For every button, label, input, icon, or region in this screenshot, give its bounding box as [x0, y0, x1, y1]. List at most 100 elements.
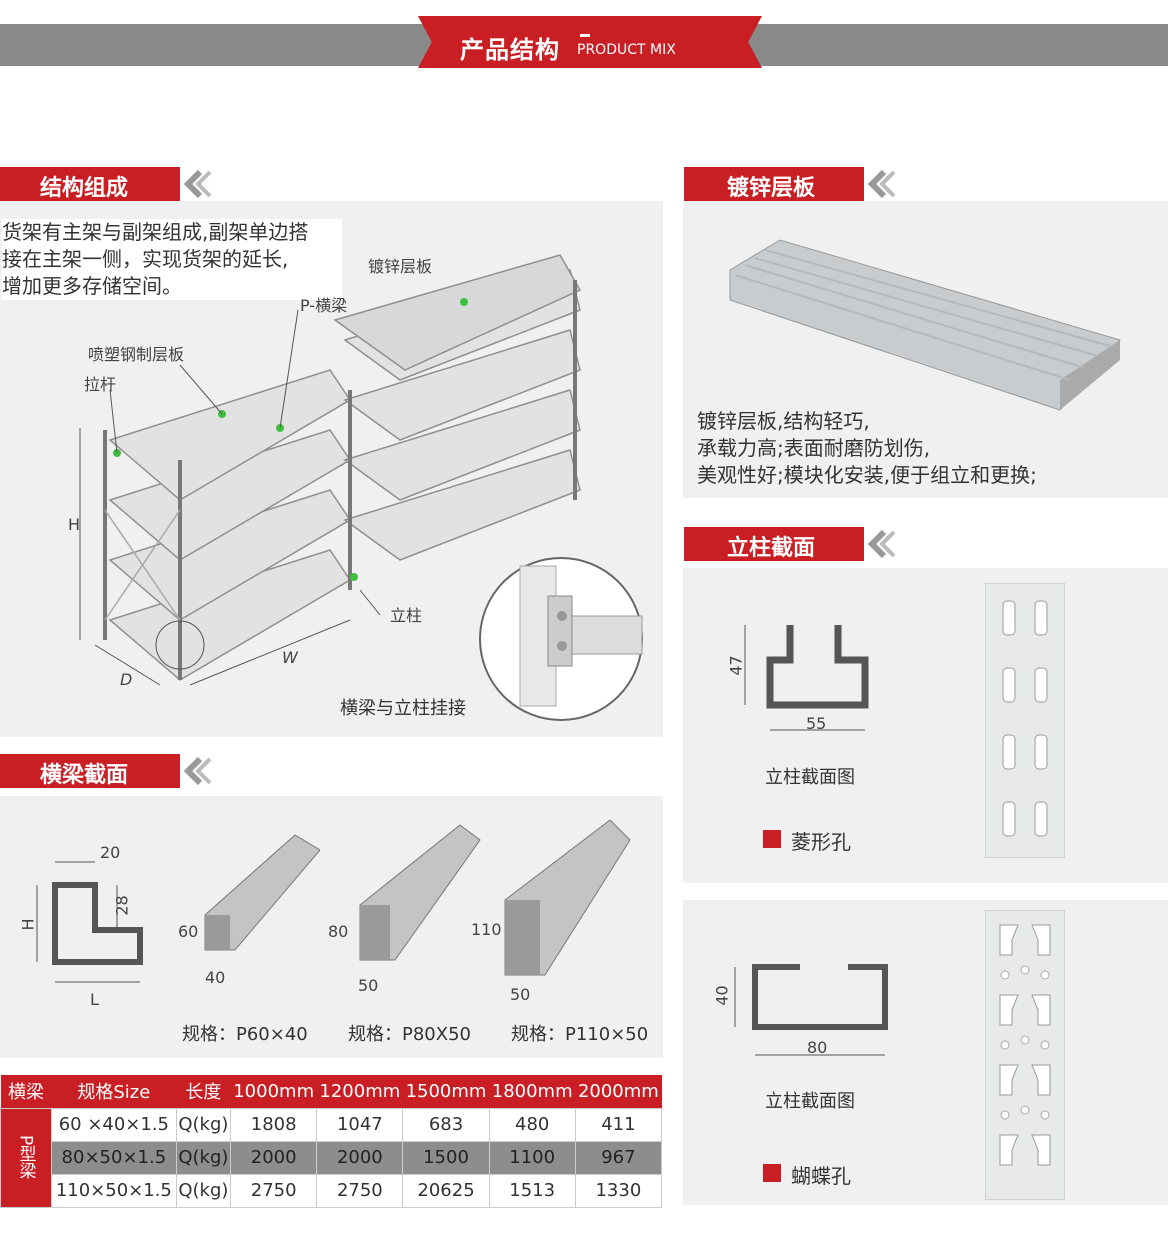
table-cell: Q(kg)	[175, 1140, 232, 1175]
beam-spec-60: 规格：P60×40	[182, 1024, 308, 1045]
table-cell: 480	[488, 1107, 576, 1142]
label-brace: 拉杆	[84, 375, 117, 394]
table-cell: 2750	[230, 1173, 318, 1208]
table-row: 80×50×1.5 Q(kg) 2000 2000 1500 1100 967	[1, 1140, 663, 1175]
beam-110-h: 110	[471, 920, 502, 939]
label-spray-shelf: 喷塑钢制层板	[88, 345, 185, 364]
table-header-cell: 1200mm	[316, 1075, 403, 1108]
upright1-dim-h: 47	[726, 655, 746, 676]
desc-line: 增加更多存储空间。	[2, 274, 182, 298]
beam-dim-h: H	[18, 918, 38, 931]
table-cell: Q(kg)	[175, 1107, 232, 1142]
upright-heading: 立柱截面	[727, 536, 816, 561]
upright2-dim-w: 80	[807, 1038, 828, 1057]
hook-detail-illustration	[479, 557, 643, 721]
beam-60-w: 40	[205, 968, 226, 987]
table-cell: 1100	[488, 1140, 576, 1175]
table-cell: 411	[574, 1107, 663, 1142]
label-d: D	[120, 670, 133, 689]
label-p-beam: P-横梁	[300, 296, 348, 315]
upright2-caption: 立柱截面图	[765, 1091, 855, 1112]
label-w: W	[282, 648, 298, 667]
upright-section-diagram-1	[744, 625, 869, 731]
table-cell: 2000	[230, 1140, 318, 1175]
beam-dim-right: 28	[112, 895, 132, 916]
galv-shelf-illustration	[729, 239, 1121, 411]
label-galv-shelf: 镀锌层板	[368, 257, 433, 276]
table-cell: 1330	[574, 1173, 663, 1208]
galv-desc-line: 承载力高;表面耐磨防划伤,	[697, 436, 931, 460]
table-cell: 2000	[316, 1140, 404, 1175]
upright1-dim-w: 55	[806, 714, 827, 733]
section-header-upright: 立柱截面	[684, 527, 904, 561]
table-header-cell: 2000mm	[575, 1075, 662, 1108]
beam-60-h: 60	[178, 922, 199, 941]
beam-spec-80: 规格：P80X50	[348, 1024, 471, 1045]
chevron-left-icon	[867, 529, 896, 559]
beam-dim-l: L	[90, 990, 99, 1009]
beam-80-h: 80	[328, 922, 349, 941]
page-title: 产品结构	[460, 36, 560, 64]
beam-dim-top: 20	[100, 843, 121, 862]
upright2-dim-h: 40	[712, 985, 732, 1006]
beam-profile-80	[359, 824, 481, 961]
upright-butterfly-hole-illustration	[985, 910, 1065, 1200]
table-header-cell: 1500mm	[402, 1075, 490, 1108]
page-subtitle: PRODUCT MIX	[577, 42, 676, 58]
load-table: 横梁 规格Size 长度 1000mm 1200mm 1500mm 1800mm…	[0, 1075, 663, 1208]
shelving-illustration	[79, 254, 582, 686]
upright2-hole-type: 蝴蝶孔	[791, 1164, 851, 1188]
upright-section-diagram-2	[734, 964, 888, 1056]
table-cell: 110×50×1.5	[51, 1173, 177, 1208]
table-cell: 2750	[316, 1173, 404, 1208]
table-cell: 20625	[402, 1173, 490, 1208]
table-header-row: 横梁 规格Size 长度 1000mm 1200mm 1500mm 1800mm…	[0, 1075, 662, 1108]
desc-line: 接在主架一侧，实现货架的延长,	[2, 247, 289, 271]
beam-section-diagram	[36, 861, 143, 983]
table-cell: 967	[574, 1140, 663, 1175]
legend-square-icon	[763, 830, 781, 848]
table-header-cell: 1000mm	[230, 1075, 317, 1108]
table-side-label: P型梁	[0, 1107, 52, 1208]
beam-80-w: 50	[358, 976, 379, 995]
label-upright: 立柱	[390, 606, 423, 625]
label-hook: 横梁与立柱挂接	[340, 698, 466, 719]
chevron-left-icon	[867, 169, 896, 199]
beam-profile-60	[204, 834, 320, 951]
chevron-left-icon	[183, 756, 212, 786]
section-header-structure: 结构组成	[0, 167, 220, 201]
section-header-galv: 镀锌层板	[684, 167, 904, 201]
table-cell: 1808	[230, 1107, 318, 1142]
upright1-caption: 立柱截面图	[765, 767, 855, 788]
legend-square-icon	[763, 1164, 781, 1182]
table-row: P型梁 60 ×40×1.5 Q(kg) 1808 1047 683 480 4…	[0, 1107, 663, 1208]
beam-spec-110: 规格：P110×50	[511, 1024, 649, 1045]
upright1-hole-type: 菱形孔	[791, 830, 851, 854]
structure-description: 货架有主架与副架组成,副架单边搭 接在主架一侧，实现货架的延长, 增加更多存储空…	[2, 219, 342, 300]
table-row: 110×50×1.5 Q(kg) 2750 2750 20625 1513 13…	[1, 1173, 663, 1208]
galv-desc-line: 美观性好;模块化安装,便于组立和更换;	[697, 463, 1037, 487]
table-cell: 1047	[316, 1107, 404, 1142]
top-banner-red	[418, 16, 762, 68]
table-cell: 60 ×40×1.5	[51, 1107, 177, 1142]
structure-heading: 结构组成	[40, 176, 129, 201]
table-header-cell: 长度	[176, 1075, 231, 1108]
table-cell: 80×50×1.5	[51, 1140, 177, 1175]
table-header-cell: 规格Size	[51, 1075, 177, 1108]
upright-panel-2	[683, 900, 1168, 1205]
table-cell: Q(kg)	[175, 1173, 232, 1208]
chevron-left-icon	[183, 169, 212, 199]
table-header-cell: 横梁	[0, 1075, 52, 1108]
desc-line: 货架有主架与副架组成,副架单边搭	[2, 220, 309, 244]
beam-profile-110	[504, 819, 631, 976]
beam-110-w: 50	[510, 985, 531, 1004]
galv-heading: 镀锌层板	[727, 176, 816, 201]
beam-heading: 横梁截面	[40, 763, 129, 788]
label-h: H	[68, 515, 81, 534]
section-header-beam: 横梁截面	[0, 754, 220, 788]
table-cell: 1500	[402, 1140, 490, 1175]
table-cell: 683	[402, 1107, 490, 1142]
galv-desc-line: 镀锌层板,结构轻巧,	[697, 409, 870, 433]
table-cell: 1513	[488, 1173, 576, 1208]
table-header-cell: 1800mm	[489, 1075, 576, 1108]
